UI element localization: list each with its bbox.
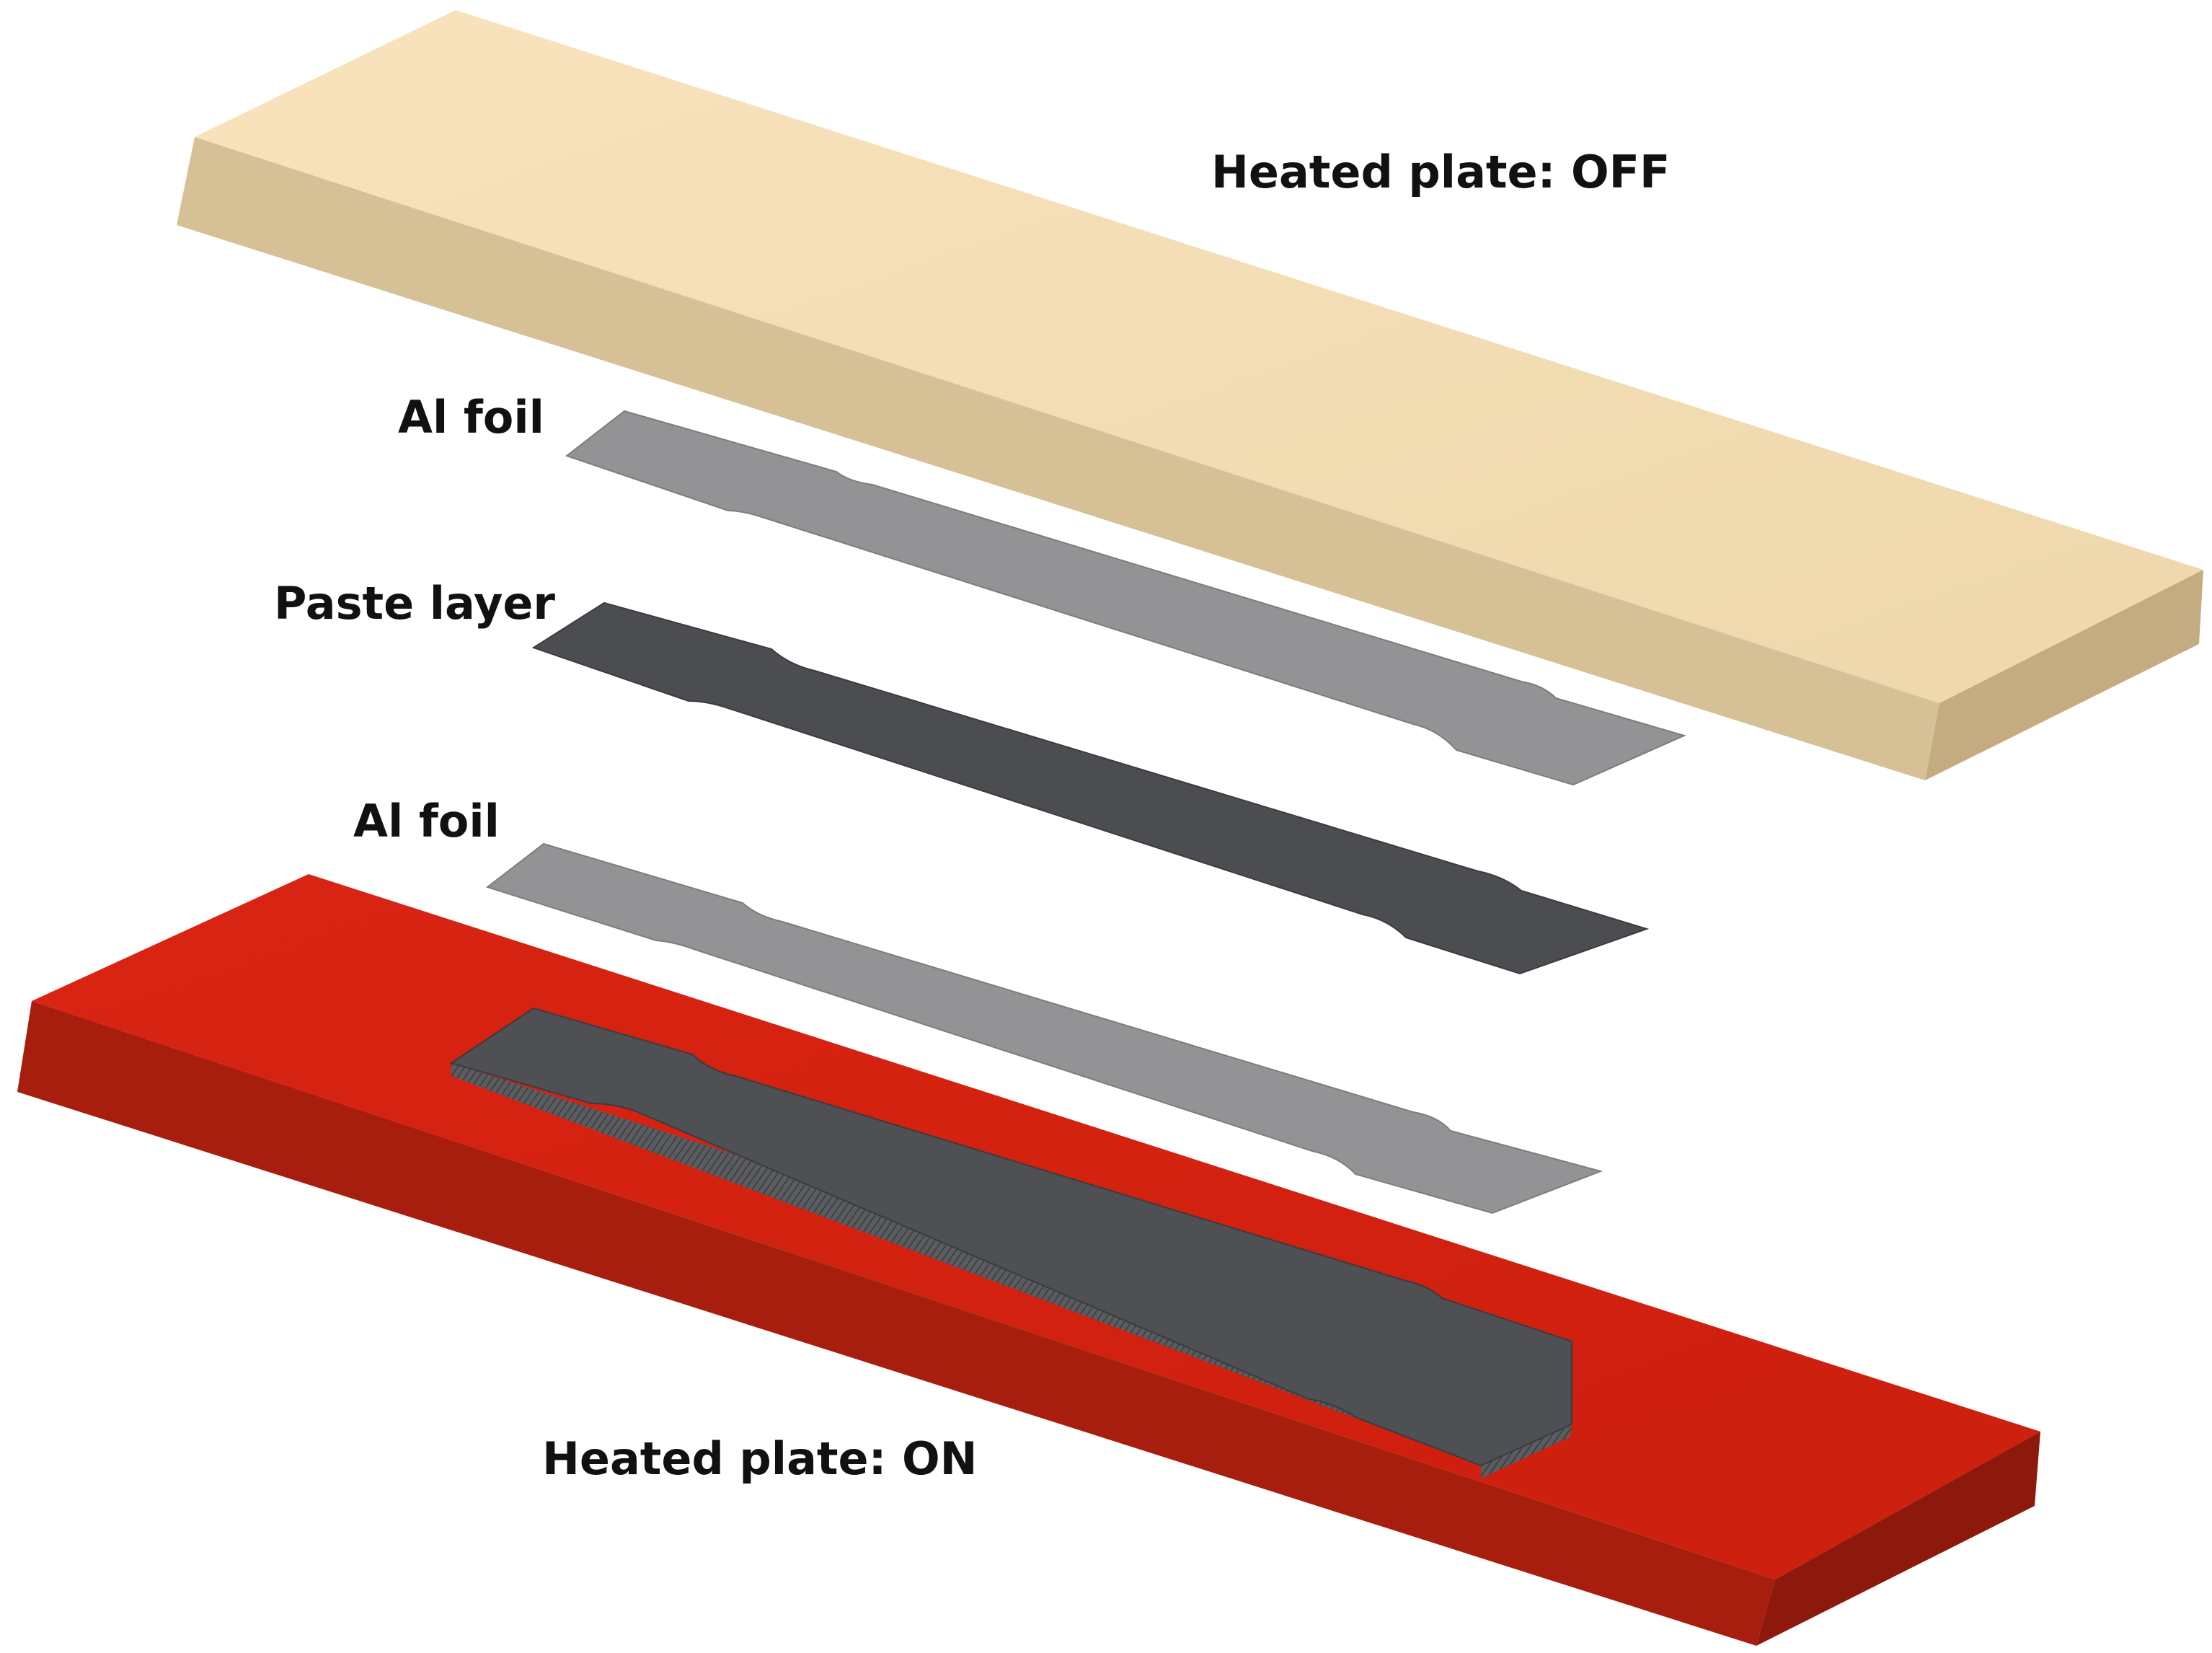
plate-off-front-face — [177, 137, 1939, 780]
assembled-specimen — [449, 1007, 1572, 1478]
al-foil-upper — [565, 410, 1686, 786]
plate-off-side-face — [1925, 570, 2203, 780]
paste-layer — [531, 601, 1650, 975]
plate-on-front-face — [17, 1001, 1775, 1646]
al-foil-lower — [485, 842, 1603, 1215]
al-foil-lower-shape — [485, 842, 1603, 1215]
heated-plate-on — [17, 874, 2040, 1646]
label-al-foil-upper: Al foil — [398, 391, 544, 444]
paste-layer-shape — [531, 601, 1650, 975]
plate-on-side-face — [1756, 1432, 2040, 1646]
plate-off-top-face — [195, 10, 2203, 703]
al-foil-upper-shape — [565, 410, 1686, 786]
label-heated-plate-off: Heated plate: OFF — [1211, 146, 1671, 198]
heated-plate-off — [177, 10, 2203, 780]
specimen-top-face — [449, 1007, 1572, 1467]
label-al-foil-lower: Al foil — [353, 795, 500, 847]
label-paste-layer: Paste layer — [274, 577, 556, 630]
label-heated-plate-on: Heated plate: ON — [542, 1432, 978, 1485]
